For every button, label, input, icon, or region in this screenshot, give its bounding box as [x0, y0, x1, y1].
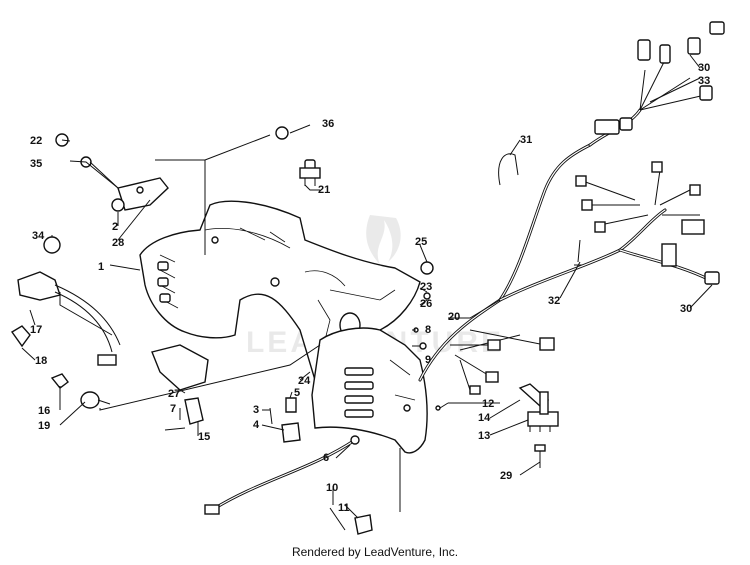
screw-12: [435, 405, 441, 411]
callout-18: 18: [35, 355, 47, 367]
callout-1: 1: [98, 261, 104, 273]
bolt-head: [534, 444, 546, 452]
callout-10: 10: [326, 482, 338, 494]
bracket-small: [184, 397, 204, 425]
toggle-switch: [299, 159, 321, 186]
callout-23: 23: [420, 281, 432, 293]
callout-26: 26: [420, 298, 432, 310]
callout-7: 7: [170, 403, 176, 415]
lower-panel: [311, 327, 428, 454]
bracket: [151, 344, 209, 391]
callout-12: 12: [482, 398, 494, 410]
callout-28: 28: [112, 237, 124, 249]
washer-36: [275, 126, 289, 140]
callout-3: 3: [253, 404, 259, 416]
grommet: [43, 236, 61, 254]
switch-knob: [80, 391, 111, 409]
callout-34: 34: [32, 230, 45, 242]
grommet-25: [420, 261, 434, 275]
callout-2: 2: [112, 221, 118, 233]
throttle-cable: [17, 271, 121, 366]
clip-5: [285, 397, 297, 413]
ground-terminal: [204, 504, 220, 515]
clip: [10, 325, 31, 348]
switch-bracket: [111, 177, 169, 212]
callout-36: 36: [322, 118, 334, 130]
callout-6: 6: [323, 452, 329, 464]
callout-32: 32: [548, 295, 560, 307]
callout-labels: 1 2 3 4 5 6 7 8 9 10 11 12 13 14 15 16 1…: [30, 62, 710, 514]
plug: [50, 373, 69, 389]
callout-22: 22: [30, 135, 42, 147]
callout-20: 20: [448, 311, 460, 323]
callout-29: 29: [500, 470, 512, 482]
callout-24: 24: [298, 375, 311, 387]
pin: [164, 427, 186, 431]
cable-10: [329, 507, 346, 531]
callout-14: 14: [478, 412, 491, 424]
callout-21: 21: [318, 184, 330, 196]
callout-9: 9: [425, 354, 431, 366]
callout-11: 11: [338, 502, 350, 514]
clamp: [281, 422, 301, 443]
switch-11: [354, 514, 373, 535]
callout-15: 15: [198, 431, 210, 443]
callout-30-top: 30: [698, 62, 710, 74]
callout-19: 19: [38, 420, 50, 432]
callout-17: 17: [30, 324, 42, 336]
callout-27: 27: [168, 388, 180, 400]
callout-33: 33: [698, 75, 710, 87]
callout-13: 13: [478, 430, 490, 442]
callout-35: 35: [30, 158, 42, 170]
nut-9: [419, 342, 427, 350]
callout-5: 5: [294, 387, 300, 399]
callout-30-bottom: 30: [680, 303, 692, 315]
callout-25: 25: [415, 236, 427, 248]
callout-4: 4: [253, 419, 260, 431]
screw-23: [423, 292, 431, 300]
screw: [269, 407, 273, 425]
render-credit: Rendered by LeadVenture, Inc.: [291, 545, 459, 559]
leader-lines: [21, 54, 713, 519]
callout-16: 16: [38, 405, 50, 417]
relay: [518, 383, 559, 432]
callout-31: 31: [520, 134, 532, 146]
wiring-harness: [418, 21, 725, 395]
callout-8: 8: [425, 324, 431, 336]
